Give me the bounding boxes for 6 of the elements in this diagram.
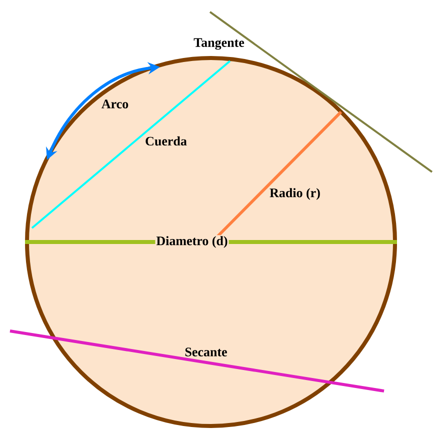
- part-label: Secante: [185, 348, 227, 356]
- part-label: Cuerda: [146, 136, 187, 146]
- part-label: Arco: [102, 100, 128, 108]
- part-label: Radio (r): [270, 188, 320, 200]
- part-label: Diametro (d): [155, 235, 229, 249]
- part-label: Tangente: [194, 38, 244, 50]
